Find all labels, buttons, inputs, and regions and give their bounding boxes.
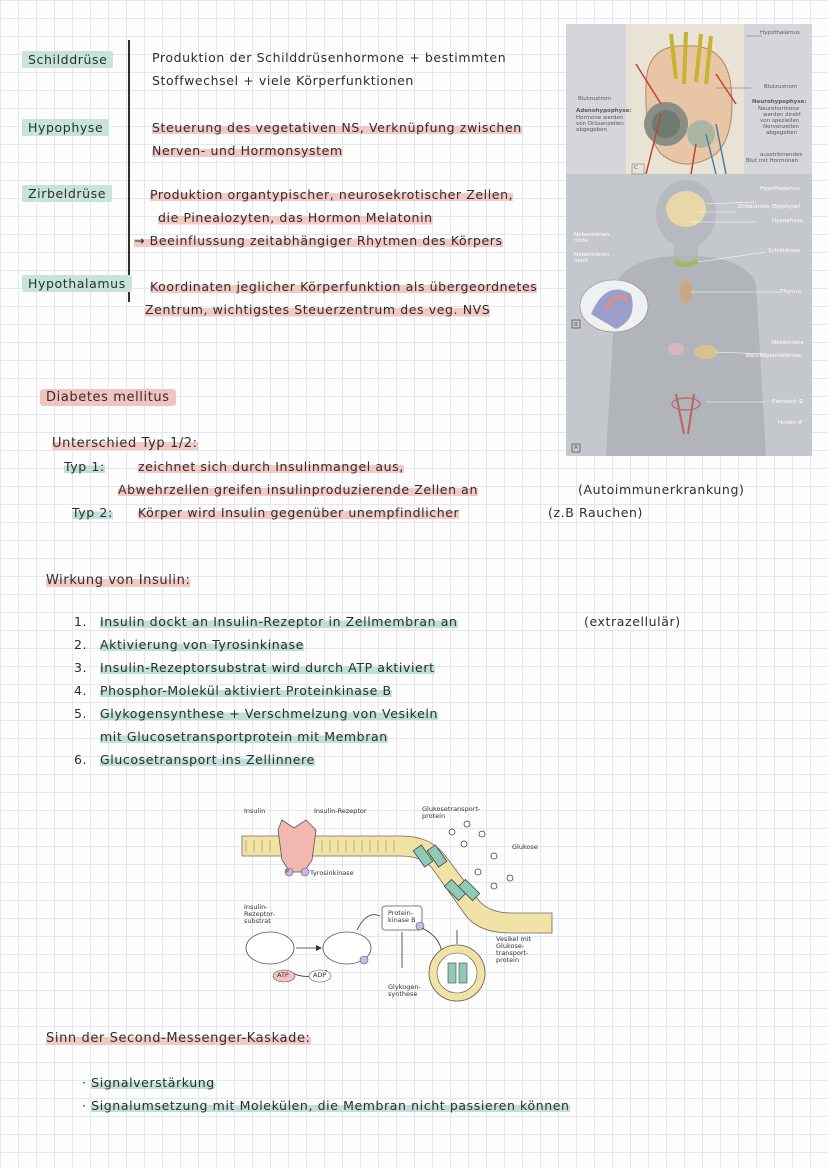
- step-number: 2.: [74, 637, 88, 652]
- diagram-label: Glykogen-: [388, 983, 421, 991]
- diagram-label: transport-: [496, 949, 529, 957]
- gland-name-hypothalamus: Hypothalamus: [22, 275, 132, 292]
- photo-label: werden direkt: [763, 112, 802, 118]
- second-messenger-title: Sinn der Second-Messenger-Kaskade:: [46, 1031, 311, 1046]
- bullet-point: · Signalverstärkung: [82, 1075, 215, 1090]
- step-text: Insulin dockt an Insulin-Rezeptor in Zel…: [100, 614, 458, 629]
- photo-label: Neurohypophyse:: [752, 99, 807, 105]
- insulin-title: Wirkung von Insulin:: [46, 573, 191, 588]
- diagram-label: synthese: [388, 990, 418, 998]
- step-text: Phosphor-Molekül aktiviert Proteinkinase…: [100, 683, 392, 698]
- diagram-label: P: [286, 869, 290, 875]
- diagram-label: Glukose: [512, 843, 538, 851]
- typ1-text-2: Abwehrzellen greifen insulinproduzierend…: [118, 482, 478, 497]
- photo-label: abgegeben: [576, 127, 607, 133]
- photo-label: C: [634, 165, 638, 171]
- diabetes-title: Diabetes mellitus: [40, 389, 176, 406]
- diagram-label: protein: [422, 812, 446, 820]
- step-number: 1.: [74, 614, 88, 629]
- insulin-pathway-diagram: Insulin Insulin-Rezeptor Glukosetranspor…: [232, 798, 562, 1020]
- gland-desc-line: → Beeinflussung zeitabhängiger Rhytmen d…: [134, 233, 503, 248]
- gland-desc-line: Produktion organtypischer, neurosekrotis…: [150, 187, 514, 202]
- photo-label: Hypothalamus: [760, 186, 800, 192]
- step-number: 5.: [74, 706, 88, 721]
- step-number: 6.: [74, 752, 88, 767]
- diagram-label: Tyrosinkinase: [310, 869, 354, 877]
- gland-name-schilddruese: Schilddrüse: [22, 51, 114, 68]
- typ1-text: zeichnet sich durch Insulinmangel aus,: [138, 459, 404, 474]
- gland-name-hypophyse: Hypophyse: [22, 119, 110, 136]
- step-text: Insulin-Rezeptorsubstrat wird durch ATP …: [100, 660, 435, 675]
- gland-desc-line: Produktion der Schilddrüsenhormone + bes…: [152, 50, 507, 65]
- photo-label: Neurohormone: [758, 106, 800, 112]
- photo-label: Adenohypophyse:: [576, 108, 632, 114]
- gland-desc-line: Stoffwechsel + viele Körperfunktionen: [152, 73, 414, 88]
- photo-label: ausströmendes: [760, 152, 803, 158]
- photo-label: Nebennieren-: [574, 252, 612, 258]
- diagram-label: Protein-: [388, 909, 414, 917]
- photo-label: Hoden ♂: [778, 420, 803, 426]
- bullet-point: · Signalumsetzung mit Molekülen, die Mem…: [82, 1098, 570, 1113]
- step-note: (extrazellulär): [584, 614, 681, 629]
- diagram-label: ATP: [277, 971, 289, 979]
- typ1-label: Typ 1:: [64, 459, 105, 474]
- diagram-label: Rezeptor-: [244, 910, 275, 918]
- photo-label: Zirbeldrüse (Epiphyse): [738, 204, 801, 210]
- step-text: mit Glucosetransportprotein mit Membran: [100, 729, 388, 744]
- typ1-note: (Autoimmunerkrankung): [578, 482, 745, 497]
- photo-label: Hypophyse: [772, 218, 803, 224]
- photo-label: Nervenzellen: [763, 124, 800, 130]
- typ2-text: Körper wird Insulin gegenüber unempfindl…: [138, 505, 460, 520]
- diagram-label: protein: [496, 956, 520, 964]
- step-text: Glucosetransport ins Zellinnere: [100, 752, 315, 767]
- typ2-label: Typ 2:: [72, 505, 113, 520]
- photo-label: Eierstock ♀: [772, 399, 804, 405]
- step-number: 4.: [74, 683, 88, 698]
- photo-label: Bauchspeicheldrüse: [746, 353, 802, 359]
- gland-desc-line: Koordinaten jeglicher Körperfunktion als…: [150, 279, 538, 294]
- diagram-label: Glukosetransport-: [422, 805, 481, 813]
- diagram-label: ADP: [313, 971, 327, 979]
- step-text: Glykogensynthese + Verschmelzung von Ves…: [100, 706, 438, 721]
- photo-label: rinde: [574, 238, 589, 244]
- gland-desc-line: Steuerung des vegetativen NS, Verknüpfun…: [152, 120, 522, 135]
- photo-label: Hormone werden: [576, 115, 624, 121]
- photo-label: Schilddrüse: [768, 248, 801, 254]
- photo-label: Blutzustrom: [764, 84, 798, 90]
- photo-label: Nebennieren-: [574, 232, 612, 238]
- typ2-note: (z.B Rauchen): [548, 505, 644, 520]
- membrane-drawing: [241, 819, 553, 1002]
- photo-label: Blut mit Hormonen: [746, 158, 799, 164]
- body-silhouette: [566, 24, 812, 456]
- step-number: 3.: [74, 660, 88, 675]
- photo-label: A: [574, 445, 578, 451]
- photo-label: Nebenniere: [772, 340, 804, 346]
- photo-label: Hypothalamus: [760, 30, 800, 36]
- endocrine-system-illustration: Hypothalamus Blutzustrom Blutzustrom Ade…: [566, 24, 812, 456]
- diagram-label: Insulin-Rezeptor: [314, 807, 367, 815]
- gland-desc-line: Nerven- und Hormonsystem: [152, 143, 343, 158]
- diabetes-subtitle: Unterschied Typ 1/2:: [52, 436, 198, 451]
- diagram-label: Insulin-: [244, 903, 268, 911]
- diagram-label: Vesikel mit: [496, 935, 532, 943]
- step-text: Aktivierung von Tyrosinkinase: [100, 637, 304, 652]
- diagram-label: kinase B: [388, 916, 416, 924]
- diagram-label: Insulin: [244, 807, 266, 815]
- photo-label: abgegeben: [766, 130, 797, 136]
- photo-label: Thymus: [780, 289, 802, 295]
- table-divider: [128, 40, 130, 302]
- photo-label: mark: [574, 258, 589, 264]
- photo-label: von Drüsenzellen: [576, 121, 624, 127]
- diagram-label: substrat: [244, 917, 271, 925]
- gland-desc-line: die Pinealozyten, das Hormon Melatonin: [158, 210, 433, 225]
- photo-label: B: [574, 322, 578, 328]
- photo-label: Blutzustrom: [578, 96, 612, 102]
- gland-desc-line: Zentrum, wichtigstes Steuerzentrum des v…: [145, 302, 491, 317]
- gland-name-zirbeldruese: Zirbeldrüse: [22, 185, 113, 202]
- photo-label: von speziellen: [760, 118, 800, 124]
- diagram-label: Glukose-: [496, 942, 525, 950]
